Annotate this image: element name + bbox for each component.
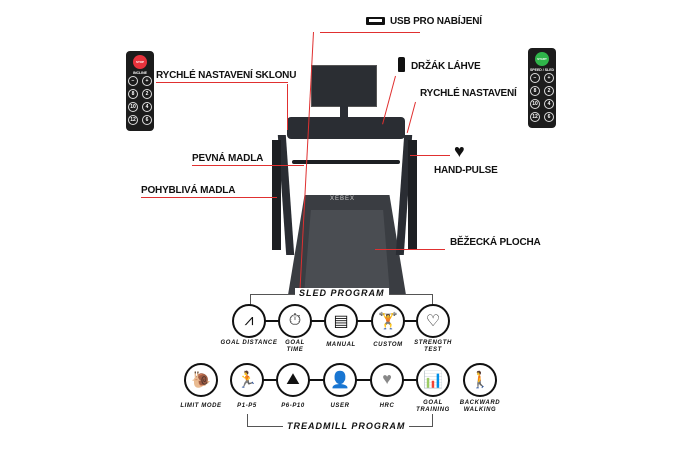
remote-button[interactable]: + <box>142 76 152 86</box>
remote-button[interactable]: − <box>530 73 540 83</box>
custom-label: CUSTOM <box>373 342 403 348</box>
heart-sled-icon[interactable]: ♡ <box>416 304 450 338</box>
manual-label: MANUAL <box>326 342 356 348</box>
usb-leader <box>320 32 420 33</box>
sled-program-title: SLED PROGRAM <box>295 288 389 298</box>
remote-button[interactable]: + <box>544 73 554 83</box>
p6-p10-label: P6-P10 <box>281 403 305 409</box>
incline-label: RYCHLÉ NASTAVENÍ SKLONU <box>156 70 297 83</box>
remote-button[interactable]: 10 <box>128 102 138 112</box>
bottle-label: DRŽÁK LÁHVE <box>411 61 481 72</box>
remote-button[interactable]: 6 <box>544 112 554 122</box>
pulse-leader <box>410 155 450 156</box>
remote-button[interactable]: 8 <box>128 89 138 99</box>
treadmill-program-title: TREADMILL PROGRAM <box>283 421 410 431</box>
remote-label: INCLINE <box>133 71 147 75</box>
moving-handle-left <box>272 140 281 250</box>
remote-button[interactable]: 12 <box>530 112 540 122</box>
limit-mode-label: LIMIT MODE <box>180 403 222 409</box>
push-sled-icon[interactable]: 🏋 <box>371 304 405 338</box>
remote-button[interactable]: 6 <box>142 115 152 125</box>
remote-button[interactable]: 2 <box>142 89 152 99</box>
goal-distance-icon[interactable]: ⩘ <box>232 304 266 338</box>
start-button[interactable]: START <box>535 52 549 66</box>
user-icon[interactable]: 👤 <box>323 363 357 397</box>
remote-button[interactable]: 8 <box>530 86 540 96</box>
sled-icon[interactable]: ▤ <box>324 304 358 338</box>
goal-training-label: GOAL TRAINING <box>416 400 450 413</box>
running-belt <box>304 210 390 295</box>
deck-label: BĚŽECKÁ PLOCHA <box>450 237 541 248</box>
deck-leader <box>375 249 445 250</box>
speed-remote: START SPEED / SLED − + 8 2 10 4 12 6 <box>528 48 556 128</box>
hrc-label: HRC <box>379 403 395 409</box>
remote-button[interactable]: 4 <box>544 99 554 109</box>
remote-button[interactable]: 4 <box>142 102 152 112</box>
backward-walk-icon[interactable]: 🚶 <box>463 363 497 397</box>
stop-button[interactable]: STOP <box>133 55 147 69</box>
p1-p5-label: P1-P5 <box>237 403 257 409</box>
quick-settings-label: RYCHLÉ NASTAVENÍ <box>420 88 517 99</box>
goal-distance-label: GOAL DISTANCE <box>220 340 278 346</box>
bar-chart-icon[interactable]: 📊 <box>416 363 450 397</box>
remote-button[interactable]: 10 <box>530 99 540 109</box>
remote-label: SPEED / SLED <box>529 68 555 72</box>
incline-remote: STOP INCLINE − + 8 2 10 4 12 6 <box>126 51 154 131</box>
heart-pulse-icon: ♥ <box>454 141 465 161</box>
fixed-handles-label: PEVNÁ MADLA <box>192 153 304 166</box>
goal-time-label: GOAL TIME <box>285 340 305 353</box>
console-mast <box>340 106 348 118</box>
usb-icon <box>366 17 385 25</box>
console-display <box>311 65 377 107</box>
remote-button[interactable]: 2 <box>544 86 554 96</box>
fixed-handle <box>292 160 400 164</box>
bottle-icon <box>398 57 405 72</box>
strength-test-label: STRENGTH TEST <box>414 340 452 353</box>
remote-button[interactable]: − <box>128 76 138 86</box>
stopwatch-icon[interactable]: ⏱ <box>278 304 312 338</box>
moving-handle-right <box>408 140 417 250</box>
heart-rate-icon[interactable]: ♥ <box>370 363 404 397</box>
brand-logo: XEBEX <box>330 196 356 202</box>
console-base <box>287 117 405 139</box>
quick-leader <box>406 101 416 134</box>
backward-walking-label: BACKWARD WALKING <box>459 400 501 413</box>
hill-runner-icon[interactable]: ⛰ <box>276 363 310 397</box>
runner-icon[interactable]: 🏃 <box>230 363 264 397</box>
moving-handles-label: POHYBLIVÁ MADLA <box>141 185 277 198</box>
usb-label: USB PRO NABÍJENÍ <box>390 16 482 27</box>
incline-leader <box>287 84 288 130</box>
snail-icon[interactable]: 🐌 <box>184 363 218 397</box>
hand-pulse-label: HAND-PULSE <box>434 165 498 176</box>
user-label: USER <box>330 403 350 409</box>
remote-button[interactable]: 12 <box>128 115 138 125</box>
